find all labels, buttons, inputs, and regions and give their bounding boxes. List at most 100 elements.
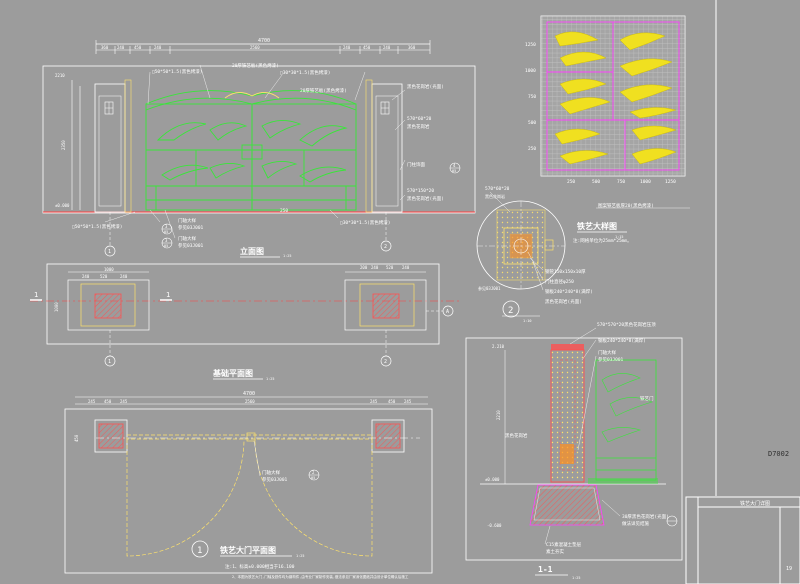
note-text: 素土夯实 [546, 548, 564, 555]
note-text: 钢管150x150x10厚 [545, 268, 586, 275]
dim-label: 450 [134, 45, 142, 50]
dim-label: 520 [386, 265, 394, 270]
section-scale: 1:25 [572, 576, 580, 580]
dim-label: 450 [363, 45, 371, 50]
note-text: 门轴大样 [598, 349, 616, 356]
axis-tick-label: 500 [592, 179, 600, 185]
callout-den: 05 [452, 169, 456, 173]
note-text: □50*50*1.5(黑色烤漆) [72, 223, 123, 230]
section-top-note: 570*570*20黑色花岗岩压顶 [597, 321, 656, 328]
callout-num: 3 [165, 238, 168, 243]
dim-label: 245 [120, 399, 128, 404]
note-text: 参见03J001 [262, 476, 288, 483]
elevation-zero-level: ±0.000 [55, 203, 70, 208]
foundation-plan-scale: 1:25 [266, 377, 274, 381]
note-text: 黑色花岗岩 [505, 432, 528, 439]
callout-marker: 2 05 [308, 469, 320, 481]
axis-label: 2 [384, 359, 387, 365]
dim-label: 240 [120, 274, 128, 279]
elevation-top-dims: 360 240 450 240 2560 240 450 240 360 [101, 45, 416, 50]
elevation-notes: 20厚铁艺板(黑色烤漆) □50*50*1.5(黑色烤漆) □30*30*1.5… [72, 62, 444, 249]
axis-tick-label: 500 [528, 120, 536, 126]
dim-label: 240 [117, 45, 125, 50]
gate-plan-note: 2、本图为铁艺大门,门轴及铁件均为钢构件,由专业厂家制作安装,做法参见厂家深化图… [232, 574, 409, 579]
axis-label: A [446, 309, 449, 315]
axis-marker: 1 [104, 330, 116, 367]
section-view: 2210 2.210 ±0.000 -0.600 570*570*20黑色花岗岩… [465, 321, 683, 580]
note-text: 黑色花岗岩(光面) [407, 83, 444, 90]
elevation-total-dim: 4700 [258, 38, 270, 44]
note-text: 20厚铁艺板(黑色烤漆) [232, 62, 279, 69]
ironwork-material-note: 图案铁艺板厚20(黑色烤漆) [598, 202, 654, 209]
dim-label: 245 [88, 399, 96, 404]
note-text: 铁艺门 [640, 395, 654, 402]
dim-label: 360 [408, 45, 416, 50]
elevation-title: 立面图 [240, 246, 264, 256]
gate-plan-view: 4700 245 450 245 2560 245 450 245 450 门轴… [64, 391, 433, 579]
elevation-view: 4700 360 240 450 240 2560 240 450 240 36… [42, 38, 476, 258]
note-text: 门轴大样 [178, 235, 196, 242]
note-text: 做法详见结施 [622, 520, 649, 527]
callout-num: 2 [312, 470, 315, 475]
note-text: □30*30*1.5(黑色烤漆) [340, 219, 391, 226]
axis-label: 2 [384, 244, 387, 250]
axis-label: 1 [108, 249, 111, 255]
dim-label: 240 [383, 45, 391, 50]
axis-tick-label: 1000 [525, 68, 536, 74]
callout-num: 4 [453, 163, 456, 168]
ironwork-note: 注:网格单位为25mm*25mm。 [573, 237, 632, 244]
callout-marker: 3 05 [161, 223, 173, 235]
axis-tick-label: 1250 [525, 42, 536, 48]
dim-label: 2560 [250, 45, 260, 50]
dim-label: 2560 [245, 399, 255, 404]
callout-marker: 4 05 [449, 162, 461, 174]
axis-marker: A [426, 305, 454, 317]
dim-label: 240 [154, 45, 162, 50]
note-text: 门柱饰面 [407, 161, 425, 168]
ironwork-x-labels: 250 500 750 1000 1250 [567, 179, 676, 185]
dim-label: 520 [100, 274, 108, 279]
ironwork-detail-view: 1250 1000 750 500 250 250 500 750 1000 1… [525, 15, 690, 244]
callout-den: 05 [311, 476, 315, 480]
left-pillar [94, 79, 132, 213]
section-mark-right: 1 [166, 291, 170, 299]
note-text: 门轴大样 [262, 469, 280, 476]
dim-label: 240 [371, 265, 379, 270]
axis-tick-label: 750 [528, 94, 536, 100]
foundation-plan-title: 基础平面图 [212, 368, 253, 378]
gate-plan-title: 铁艺大门平面图 [220, 545, 276, 555]
note-text: 570*150*20 [407, 188, 434, 194]
note-text: 30厚黑色花岗岩(光面) [622, 513, 669, 520]
section-title: 1-1 [538, 565, 553, 574]
section-level: ±0.000 [485, 477, 500, 482]
callout-marker: 3 05 [161, 237, 173, 249]
note-text: 门柱直径φ250 [545, 278, 574, 285]
elevation-scale: 1:25 [283, 254, 291, 258]
detail2-top-dim: 570*60*20 [485, 186, 510, 192]
callout-den: 05 [164, 230, 168, 234]
ironwork-scale: 1:15 [615, 235, 623, 239]
axis-label: 1 [108, 359, 111, 365]
drawing-code: D7002 [768, 450, 789, 458]
callout-marker [666, 515, 678, 527]
axis-tick-label: 1000 [640, 179, 651, 185]
note-text: 钢板240*240*8(满焊) [545, 288, 593, 295]
note-text: 钢板240*240*8(满焊) [598, 337, 646, 344]
note-text: 黑色花岗岩 [407, 123, 430, 130]
gate-plan-num: 1 [197, 546, 202, 556]
elevation-left-dim: 2210 [55, 73, 65, 78]
section-level: -0.600 [487, 523, 502, 528]
right-pillar [365, 79, 403, 213]
detail2-scale: 1:10 [523, 319, 531, 323]
section-dim: 2210 [496, 410, 501, 420]
axis-marker: 2 [380, 330, 392, 367]
foundation-plan-view: 1000 240 520 240 200 240 520 240 1000 1 … [30, 263, 460, 381]
note-text: 参见03J001 [178, 242, 204, 249]
sheet-number: 19 [786, 566, 792, 572]
axis-tick-label: 750 [617, 179, 625, 185]
ironwork-title: 铁艺大样图 [577, 221, 617, 231]
note-text: 20厚铁艺板(黑色烤漆) [300, 87, 347, 94]
note-text: 参见03J001 [178, 224, 204, 231]
detail2-num: 2 [508, 306, 513, 316]
